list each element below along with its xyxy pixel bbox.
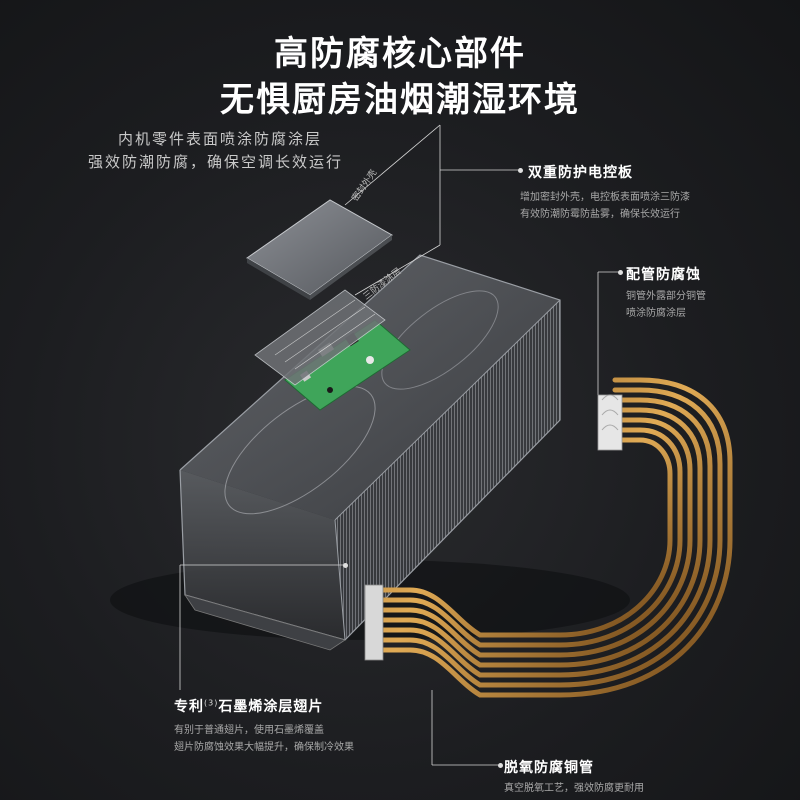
subhead-line-1: 内机零件表面喷涂防腐涂层 (118, 130, 323, 148)
copper-desc-1: 真空脱氧工艺，强效防腐更耐用 (504, 783, 644, 794)
callout-dot-fins (343, 563, 348, 568)
fins-title-prefix: 专利 (174, 699, 204, 715)
control-board-desc-2: 有效防潮防霉防盐雾，确保长效运行 (520, 209, 680, 220)
fins-desc-1: 有别于普通翅片，使用石墨烯覆盖 (174, 725, 324, 736)
fins-title-sup: (3) (204, 698, 219, 708)
leader-conformal-coat (354, 244, 441, 296)
fins-title: 专利(3)石墨烯涂层翅片 (174, 696, 323, 716)
pipe-desc-2: 喷涂防腐涂层 (626, 308, 686, 319)
pipe-connector-right (597, 394, 623, 451)
copper-title: 脱氧防腐铜管 (504, 760, 594, 776)
headline-line-2: 无惧厨房油烟潮湿环境 (220, 80, 580, 120)
fins-desc-2: 翅片防腐蚀效果大幅提升，确保制冷效果 (174, 742, 354, 753)
callout-dot-copper (498, 763, 503, 768)
callout-dot-control-board (518, 168, 523, 173)
headline-line-1: 高防腐核心部件 (274, 34, 526, 74)
coated-pcb-layer (254, 289, 386, 386)
control-board-title: 双重防护电控板 (528, 165, 633, 181)
subhead-line-2: 强效防潮防腐，确保空调长效运行 (88, 153, 344, 171)
callout-dot-pipe (618, 270, 623, 275)
copper-pipes (377, 377, 733, 698)
pipe-desc-1: 铜管外露部分铜管 (626, 291, 706, 302)
control-board-desc-1: 增加密封外壳，电控板表面喷涂三防漆 (520, 192, 690, 203)
pipe-connector-left (364, 584, 384, 661)
pipe-title: 配管防腐蚀 (626, 267, 701, 283)
sealed-cover-lid (246, 199, 393, 300)
indoor-unit-body (179, 254, 561, 651)
fins-title-main: 石墨烯涂层翅片 (218, 699, 324, 715)
leader-sealed-case (344, 124, 441, 206)
